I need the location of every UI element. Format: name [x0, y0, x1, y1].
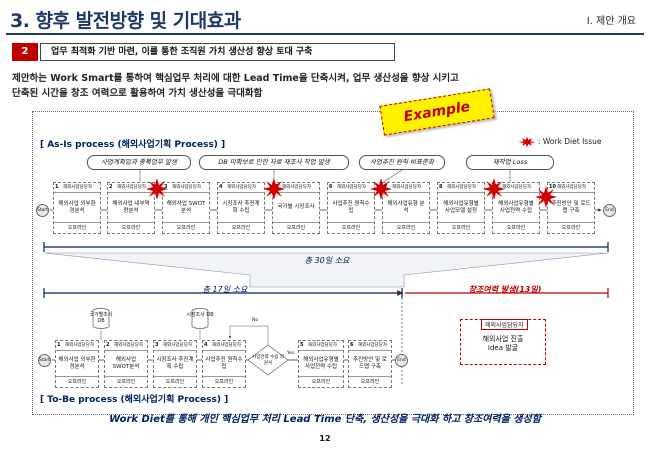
no-label: No	[252, 318, 259, 323]
summary-text: Work Diet를 통해 개인 핵심업무 처리 Lead Time 단축, 생…	[109, 414, 541, 425]
callout-rework: 재작업 Loss	[466, 155, 554, 170]
intro-line-1: 제안하는 Work Smart를 통하여 핵심업무 처리에 대한 Lead Ti…	[12, 73, 459, 84]
legend-text: : Work Diet Issue	[538, 137, 602, 146]
yes-label: Yes	[287, 351, 295, 356]
legend: : Work Diet Issue	[518, 137, 601, 147]
tobe-start-node: Start	[38, 354, 51, 367]
spare-owner-tag: 해외사업담당자	[481, 319, 528, 330]
work-diet-issue-icon	[518, 137, 536, 147]
decision-label: 사업전략 수립 지원서	[252, 355, 284, 366]
section-label: I. 제안 개요	[586, 16, 636, 27]
page-number: 12	[319, 434, 331, 443]
asis-end-node: End	[603, 204, 616, 217]
db-label-country: 국가별조사 DB	[89, 312, 113, 324]
subheading-text: 업무 최적화 기반 마련, 이를 통한 조직원 가치 생산성 향상 토대 구축	[40, 43, 395, 61]
asis-total-duration: 총 30일 소요	[304, 256, 350, 265]
tobe-process-title: [ To-Be process (해외사업기획 Process) ]	[40, 395, 229, 405]
work-diet-issue-icon	[263, 178, 285, 200]
spare-time-label: 창조여력 발생(13일)	[468, 285, 542, 294]
tobe-end-node: End	[395, 354, 408, 367]
spare-capacity-box: 해외사업담당자 해외사업 진출 Idea 발굴	[460, 319, 546, 365]
page-title: 3. 향후 발전방향 및 기대효과	[10, 10, 241, 32]
asis-step-9: 9해외사업담당자 해외사업유형별 사업전략 수립 오프라인	[492, 182, 540, 234]
work-diet-issue-icon	[146, 178, 168, 200]
subheading-number: 2	[12, 43, 38, 61]
database-icon	[92, 308, 110, 329]
asis-start-node: Start	[36, 204, 49, 217]
work-diet-issue-icon	[535, 186, 557, 208]
callout-principle: 사업추진 원칙 비표준화	[359, 155, 445, 170]
tobe-total-duration: 총 17일 소요	[202, 285, 248, 294]
asis-process-title: [ As-Is process (해외사업기획 Process) ]	[40, 140, 226, 150]
title-divider	[6, 33, 644, 35]
callout-duplicate-work: 사업계획입과 중복업무 발생	[87, 155, 191, 170]
work-diet-issue-icon	[370, 178, 392, 200]
spare-line-2: Idea 발굴	[487, 344, 519, 352]
db-label-market: 시장조사 DB	[186, 312, 214, 318]
spare-line-1: 해외사업 진출	[482, 335, 524, 343]
intro-line-2: 단축된 시간을 창조 여력으로 활용하여 가치 생산성을 극대화함	[12, 88, 263, 99]
callout-db-missing: DB 미확보로 인한 자료 재조사 작업 발생	[199, 155, 349, 170]
database-icon	[191, 308, 209, 329]
intro-text: 제안하는 Work Smart를 통하여 핵심업무 처리에 대한 Lead Ti…	[12, 71, 459, 101]
process-frame	[32, 111, 634, 415]
work-diet-issue-icon	[483, 178, 505, 200]
